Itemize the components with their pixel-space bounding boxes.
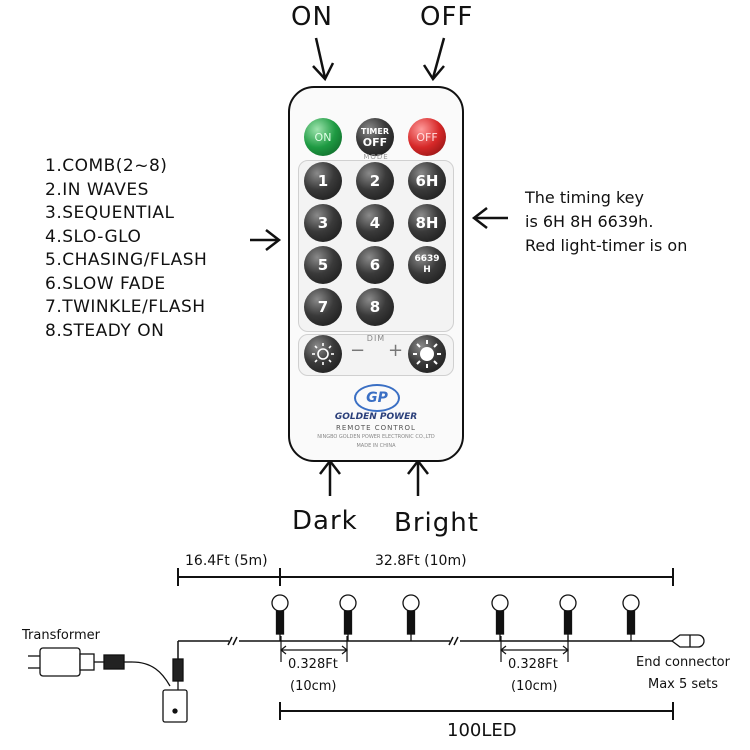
timer-6639h-button[interactable]: 6639 H	[408, 246, 446, 284]
mode-item-3: 3.SEQUENTIAL	[45, 203, 175, 223]
timer-8h-button[interactable]: 8H	[408, 204, 446, 242]
lead-length-label: 16.4Ft (5m)	[185, 553, 268, 569]
led-bulb-2	[339, 594, 357, 641]
led-bulb-5	[559, 594, 577, 641]
dim-up-button[interactable]	[408, 335, 446, 373]
timer-off-button[interactable]: TIMER OFF	[356, 118, 394, 156]
mode-item-4: 4.SLO-GLO	[45, 226, 142, 247]
main-wire	[177, 636, 672, 660]
transformer-label: Transformer	[22, 628, 101, 643]
made-in-text: MADE IN CHINA	[356, 443, 396, 449]
led-bulb-3	[402, 594, 420, 641]
mode-item-5: 5.CHASING/FLASH	[45, 250, 208, 270]
timer-off-line-2: OFF	[362, 136, 388, 149]
dim-minus: −	[350, 340, 366, 361]
transformer-plug	[28, 647, 171, 687]
on-arrow	[312, 37, 335, 82]
modes-arrow	[250, 229, 282, 251]
dark-label: Dark	[292, 506, 358, 536]
dim-down-button[interactable]	[304, 335, 342, 373]
max-sets-label: Max 5 sets	[648, 677, 719, 692]
mode-button-1[interactable]: 1	[304, 162, 342, 200]
dim-plus: +	[388, 340, 404, 361]
led-bulb-1	[271, 594, 289, 641]
spacing-brackets	[280, 636, 569, 662]
spacing-1-label: 0.328Ft	[288, 657, 338, 672]
timing-note: The timing key is 6H 8H 6639h. Red light…	[525, 186, 687, 258]
led-bulb-6	[622, 594, 640, 641]
timer-6h-button[interactable]: 6H	[408, 162, 446, 200]
mode-list: 1.COMB(2~8) 2.IN WAVES 3.SEQUENTIAL 4.SL…	[45, 155, 207, 343]
led-bulb-4	[491, 594, 509, 641]
mode-item-2: 2.IN WAVES	[45, 179, 149, 200]
string-length-label: 32.8Ft (10m)	[375, 553, 467, 569]
spacing-1-metric: (10cm)	[290, 679, 337, 694]
remote-control: ON TIMER OFF OFF MODE 1 2 6H 3 4 8H 5 6 …	[288, 86, 464, 462]
mode-panel-label: MODE	[363, 153, 389, 161]
timer-6639h-line-1: 6639	[414, 254, 440, 264]
dimension-lines	[177, 568, 674, 720]
mode-button-4[interactable]: 4	[356, 204, 394, 242]
end-connector-label: End connector	[636, 655, 730, 670]
mode-button-5[interactable]: 5	[304, 246, 342, 284]
remote-subtitle: REMOTE CONTROL	[336, 424, 416, 432]
dark-arrow	[319, 458, 341, 496]
led-count-label: 100LED	[447, 720, 517, 741]
on-label: ON	[291, 2, 333, 32]
timing-note-line-3: Red light-timer is on	[525, 236, 688, 255]
brand-name: GOLDEN POWER	[334, 412, 418, 422]
maker-text: NINGBO GOLDEN POWER ELECTRONIC CO.,LTD	[317, 434, 435, 440]
mode-item-8: 8.STEADY ON	[45, 320, 165, 341]
spacing-2-label: 0.328Ft	[508, 657, 558, 672]
gp-logo: GP	[354, 384, 400, 412]
spacing-2-metric: (10cm)	[511, 679, 558, 694]
off-button[interactable]: OFF	[408, 118, 446, 156]
off-label: OFF	[420, 2, 474, 32]
bright-arrow	[407, 458, 429, 496]
mode-item-7: 7.TWINKLE/FLASH	[45, 297, 206, 317]
led-bulbs	[271, 594, 640, 641]
timing-note-line-2: is 6H 8H 6639h.	[525, 212, 654, 231]
end-connector	[670, 634, 705, 648]
mode-button-8[interactable]: 8	[356, 288, 394, 326]
on-button[interactable]: ON	[304, 118, 342, 156]
dim-label: DIM	[366, 334, 386, 343]
mode-button-2[interactable]: 2	[356, 162, 394, 200]
mode-button-3[interactable]: 3	[304, 204, 342, 242]
timer-6639h-line-2: H	[423, 265, 431, 275]
timer-off-line-1: TIMER	[360, 127, 390, 136]
timing-note-line-1: The timing key	[525, 188, 644, 207]
bright-label: Bright	[394, 508, 479, 538]
mode-button-6[interactable]: 6	[356, 246, 394, 284]
mode-item-6: 6.SLOW FADE	[45, 273, 166, 294]
timing-arrow	[471, 207, 508, 229]
mode-item-1: 1.COMB(2~8)	[45, 156, 168, 176]
mode-button-7[interactable]: 7	[304, 288, 342, 326]
sun-small-icon	[312, 343, 334, 365]
controller-box	[162, 658, 188, 723]
sun-large-icon	[413, 340, 441, 368]
off-arrow	[422, 37, 446, 82]
